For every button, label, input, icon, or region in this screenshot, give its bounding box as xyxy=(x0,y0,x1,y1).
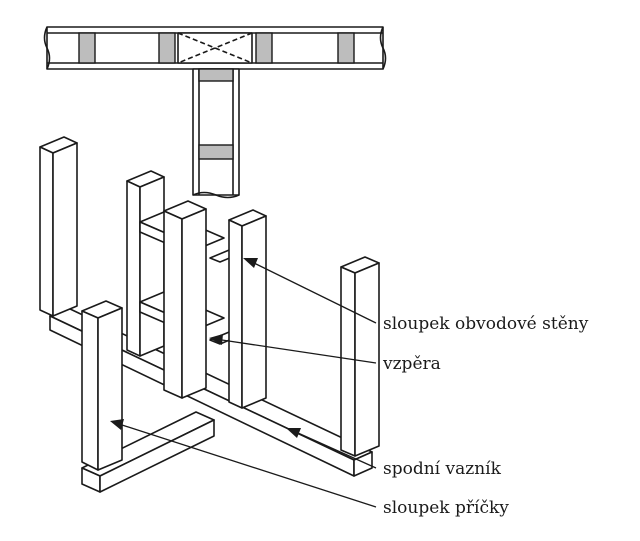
label-bottom-plate: spodní vazník xyxy=(383,459,502,479)
blocking-1 xyxy=(78,32,96,64)
bottom-plate-partition-front xyxy=(99,419,215,493)
label-partition-stud: sloupek příčky xyxy=(383,498,509,518)
beam-break-left xyxy=(43,26,51,70)
leader-partition-stud xyxy=(110,419,377,508)
stud-exterior-wall xyxy=(228,209,267,409)
blocking-2 xyxy=(158,32,176,64)
bottom-plate-long-end xyxy=(353,451,373,477)
label-brace: vzpěra xyxy=(382,354,441,374)
vertical-post-section xyxy=(192,68,240,196)
section-break-bottom xyxy=(192,191,240,199)
section-block-mid xyxy=(198,144,234,160)
ceiling-joist-section xyxy=(43,26,387,70)
stud-rear-left xyxy=(39,136,78,317)
stud-partition xyxy=(81,300,123,471)
leader-bottom-plate xyxy=(286,428,377,469)
beam-break-right xyxy=(379,26,387,70)
vertical-section xyxy=(192,68,240,199)
leader-exterior-wall-stud xyxy=(243,258,377,324)
label-exterior-wall-stud: sloupek obvodové stěny xyxy=(383,314,589,334)
blocking-4 xyxy=(337,32,355,64)
stud-center xyxy=(163,200,207,399)
stud-second xyxy=(126,170,165,357)
blocking-3 xyxy=(255,32,273,64)
stud-right xyxy=(340,256,380,457)
section-block-top xyxy=(198,68,234,82)
leader-brace xyxy=(209,334,377,364)
